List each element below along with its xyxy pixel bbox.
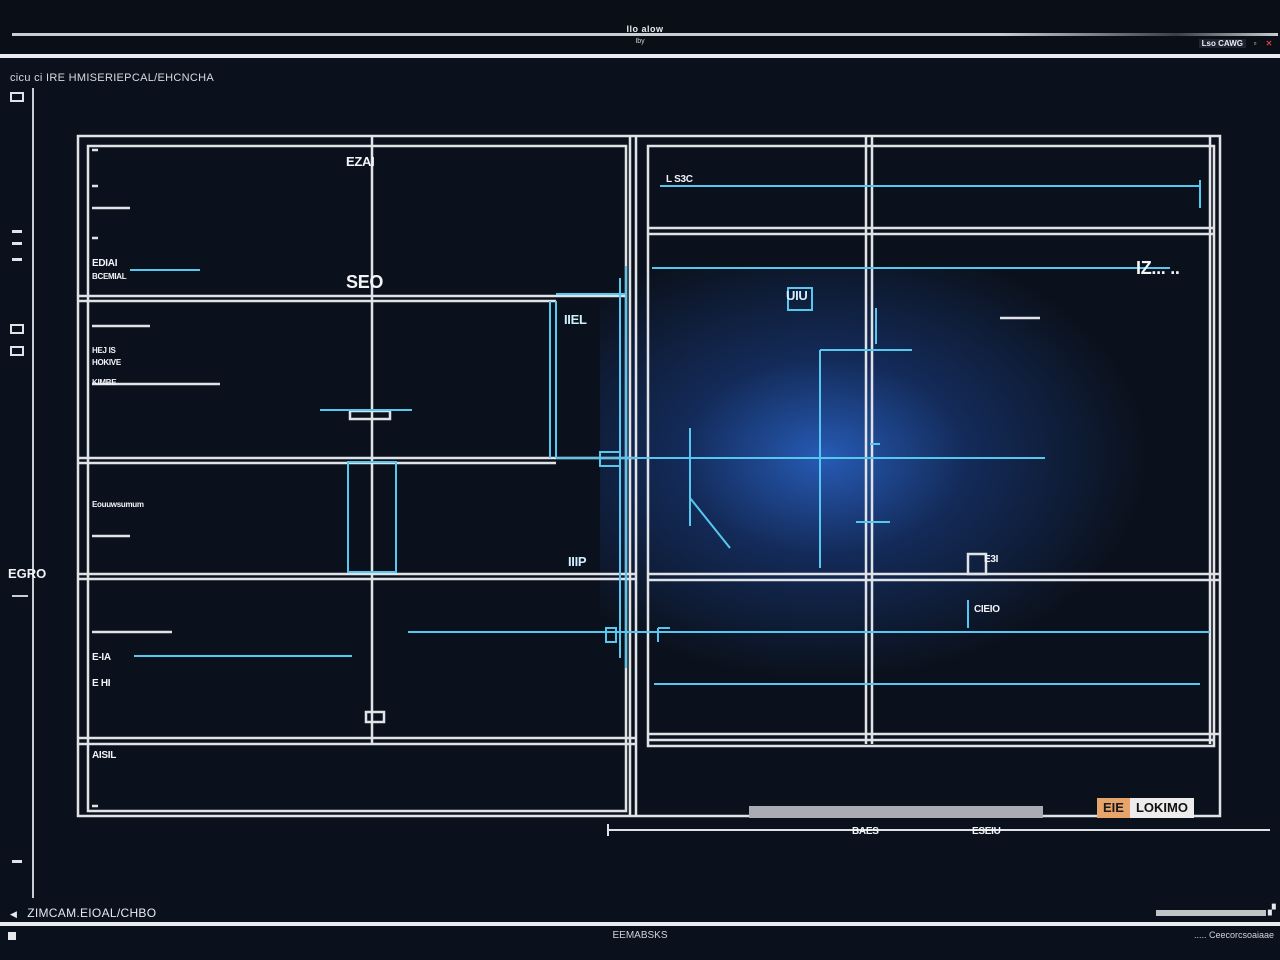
title-divider <box>0 54 1280 58</box>
resize-icon[interactable]: ▞ <box>1268 905 1276 916</box>
grid-tool-icon[interactable]: ▬ <box>12 253 22 264</box>
sub-cut-label: BCEMIAL <box>92 272 127 281</box>
collapse-icon[interactable]: ◀ <box>10 909 18 919</box>
drawing-canvas[interactable]: EZAI EDIAI BCEMIAL SEO L S3C IZ... .. UI… <box>40 88 1270 908</box>
title-bar: Ilo alow Iby Lso CAWG ▫ ✕ <box>0 0 1280 58</box>
path-bar[interactable]: cicu ci IRE HMISERIEPCAL/EHCNCHA <box>10 72 214 84</box>
close-icon[interactable]: ✕ <box>1265 38 1273 48</box>
outer-frame <box>76 134 1222 818</box>
center-right-label: UIU <box>786 288 808 303</box>
minimize-icon[interactable]: ▫ <box>1253 38 1257 48</box>
render-progress-bar <box>749 806 1043 818</box>
left-lower-b-label: E HI <box>92 678 111 689</box>
scale-right-label: ESEIU <box>972 826 1001 837</box>
badge-left: EIE <box>1097 798 1130 818</box>
window-controls: Lso CAWG ▫ ✕ <box>1198 36 1274 50</box>
status-divider <box>0 922 1280 926</box>
settings-tool-icon[interactable]: ▬ <box>12 855 22 866</box>
row-cut-label: EDIAI <box>92 258 118 269</box>
top-left-box-label: EZAI <box>346 154 375 169</box>
selection-glow <box>600 268 1160 688</box>
ruler-tool-icon[interactable]: ▬ <box>12 237 22 248</box>
title-rule <box>12 33 1278 36</box>
status-indicator-icon <box>8 932 16 940</box>
scale-left-label: BAES <box>852 826 879 837</box>
left-row-a-label: HEJ IS <box>92 346 116 355</box>
status-left: ◀ ZIMCAM.EIOAL/CHBO <box>10 906 156 920</box>
bottom-left-header-label: AISIL <box>92 750 117 761</box>
right-header-label: L S3C <box>666 174 693 185</box>
left-toolbar: ▬ ▬ ▬ EGRO ▬ <box>0 88 46 898</box>
toolbar-label: EGRO <box>8 566 47 581</box>
left-row-b-label: HOKIVE <box>92 358 121 367</box>
left-lower-a-label: E-IA <box>92 652 111 663</box>
badge-right: LOKIMO <box>1129 798 1194 818</box>
left-panel-frame <box>86 144 628 813</box>
lower-right-label: CIEIO <box>974 604 1000 615</box>
toolbar-divider <box>12 595 28 597</box>
select-tool-icon[interactable] <box>10 92 24 102</box>
mid-box-label: IIEL <box>564 312 587 327</box>
right-mid-label: IZ... .. <box>1136 258 1180 278</box>
window-title: Ilo alow <box>626 24 664 34</box>
right-panel-frame <box>646 144 1216 748</box>
status-center-text: EEMABSKS <box>612 930 668 941</box>
window-subtitle: Iby <box>635 38 645 45</box>
left-row-c-label: KIMBE <box>92 378 117 387</box>
schematic-drawing[interactable] <box>40 88 1270 908</box>
left-row-d-label: Eouuwsumum <box>92 500 144 509</box>
center-box-label: SEO <box>346 272 384 292</box>
status-right-text: ..... Ceecorcsoaiaae <box>1193 930 1274 940</box>
lower-right-tag-label: E3I <box>984 554 999 565</box>
snap-tool-icon[interactable] <box>10 346 24 356</box>
layer-tool-icon[interactable] <box>10 324 24 334</box>
line-tool-icon[interactable]: ▬ <box>12 225 22 236</box>
window-controls-label[interactable]: Lso CAWG <box>1198 38 1246 48</box>
lower-mid-box-label: IIIP <box>568 554 587 569</box>
status-left-text: ZIMCAM.EIOAL/CHBO <box>27 906 157 920</box>
status-badge[interactable]: EIE LOKIMO <box>1097 798 1194 818</box>
status-progress-bar <box>1156 910 1266 916</box>
